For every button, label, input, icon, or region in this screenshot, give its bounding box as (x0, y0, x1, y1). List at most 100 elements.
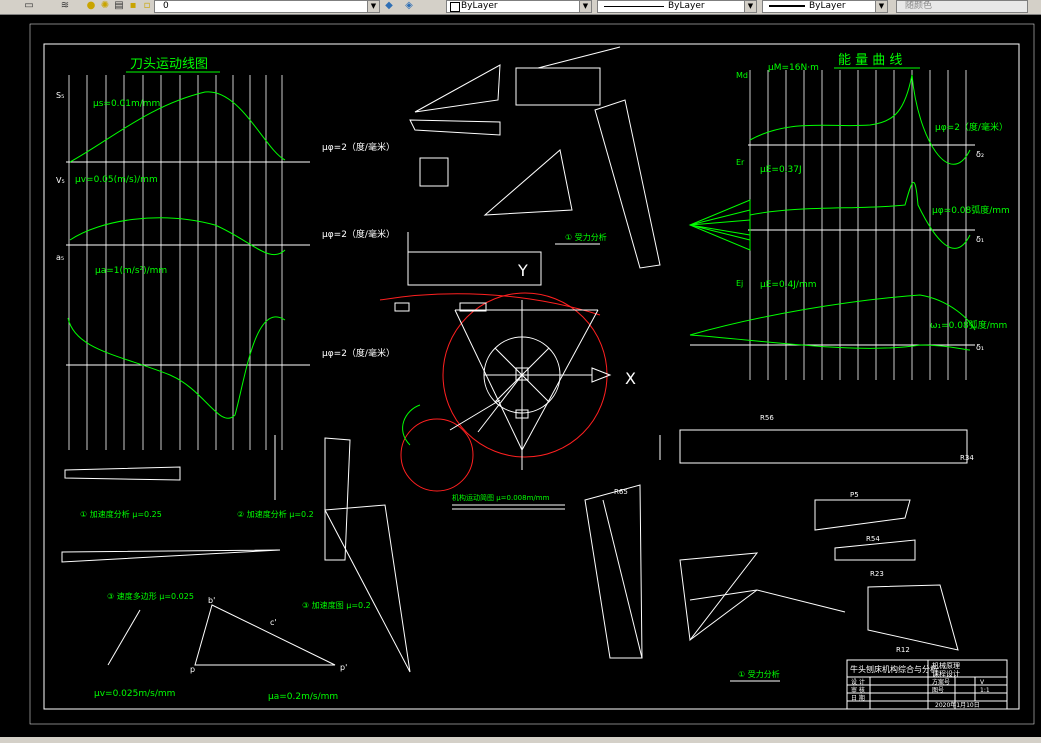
ej-scale: μφ=0.08弧度/mm (932, 204, 1010, 216)
label-r54: R54 (866, 535, 880, 543)
title-row-review: 审 核 (851, 686, 865, 694)
er-curve (749, 181, 971, 249)
er-axis-label: Er (736, 158, 745, 167)
label-r23: R23 (870, 570, 884, 578)
mechanism-title: 机构运动简图 μ=0.008m/mm (452, 493, 550, 502)
label-r34: R34 (960, 454, 974, 462)
lineweight-preview (769, 5, 805, 7)
title-course: 课程设计 (932, 669, 960, 678)
plotstyle-dropdown[interactable]: 随颜色 (896, 0, 1028, 13)
left-motion-plots: 刀头运动线图 S₅ μs=0.01m/mm V₅ μv=0.05(m/s) (56, 57, 395, 450)
color-value: ByLayer (461, 1, 498, 11)
title-row-date: 日 期 (851, 694, 865, 702)
left-grid-lines (68, 75, 283, 450)
delta-label-2: δ₁ (976, 235, 984, 244)
phi-scale-2: μφ=2（度/毫米） (322, 228, 395, 240)
bottom-right-diagrams (584, 429, 968, 659)
speed-note-3: ③ 速度多边形 μ=0.025 (107, 591, 194, 601)
title-sheet-no: V (980, 679, 985, 686)
er-scale: μE=0.37J (760, 165, 802, 175)
mechanism-diagram: Y X 机构运动简图 μ=0.008m/mm (379, 232, 636, 510)
outer-frame (29, 23, 1035, 725)
right-energy-plots: 能 量 曲 线 Md μM=16N·m μφ=2（度/毫米） δ₂ Er μE (688, 53, 1010, 380)
label-r56: R56 (760, 414, 774, 422)
linetype-preview (604, 6, 664, 7)
drawing-border (43, 43, 1020, 710)
phi-scale-1: μφ=2（度/毫米） (322, 141, 395, 153)
layer-previous-icon[interactable]: ◈ (405, 0, 413, 11)
md-curve (749, 74, 971, 165)
mu-a-label: μa=0.2m/s/mm (268, 692, 338, 702)
title-date: 2020年1月10日 (935, 701, 980, 709)
layer-manager-icon[interactable]: ▭ (24, 0, 34, 11)
layers-icon[interactable]: ≋ (60, 0, 70, 11)
title-row-design: 设 计 (851, 678, 865, 686)
layer-dropdown[interactable]: 0 ▼ (154, 0, 380, 13)
right-grid-lines (749, 70, 967, 380)
right-title: 能 量 曲 线 (838, 53, 902, 68)
speed-note-2: ② 加速度分析 μ=0.2 (237, 509, 314, 519)
lock-icon[interactable]: ▤ (114, 0, 124, 11)
chevron-down-icon[interactable]: ▼ (744, 1, 756, 12)
status-bar (0, 737, 1041, 743)
color-dropdown[interactable]: ByLayer ▼ (446, 0, 592, 13)
force-note-2: ① 受力分析 (738, 669, 780, 679)
lineweight-dropdown[interactable]: ByLayer ▼ (762, 0, 888, 13)
layer-value: 0 (163, 1, 169, 11)
title-scale-label: 图号 (932, 687, 944, 694)
point-p2: p' (340, 663, 347, 672)
omega-label: ω₁=0.08弧度/mm (930, 319, 1007, 331)
ej-axis-label: Ej (736, 279, 743, 288)
linetype-value: ByLayer (668, 1, 705, 11)
make-current-icon[interactable]: ◆ (385, 0, 393, 11)
top-middle-diagrams (409, 46, 661, 269)
phi-scale-3: μφ=2（度/毫米） (322, 347, 395, 359)
title-sheet-label: 方案号 (932, 678, 950, 686)
md-scale: μM=16N·m (768, 63, 819, 73)
delta-label-1: δ₂ (976, 150, 984, 159)
a-scale-label: μa=1(m/s²)/mm (95, 266, 167, 276)
label-r12: R12 (896, 646, 910, 654)
ej-curve (689, 294, 976, 336)
y-axis-label: Y (517, 261, 528, 280)
title-scale-no: 1:1 (980, 687, 990, 694)
er-wedge-lines (689, 209, 751, 241)
speed-note-1: ① 加速度分析 μ=0.25 (80, 509, 162, 519)
ej-curve-2 (689, 334, 971, 351)
lineweight-value: ByLayer (809, 1, 846, 11)
left-axes (66, 161, 310, 366)
delta-label-3: δ₁ (976, 343, 984, 352)
x-axis-label: X (625, 369, 636, 388)
layer-square-icon[interactable]: ▫ (143, 0, 151, 11)
md-axis-label: Md (736, 71, 748, 80)
label-r65: R65 (614, 488, 628, 496)
v-scale-label: μv=0.05(m/s)/mm (75, 175, 158, 185)
acceleration-curve (67, 316, 286, 419)
chevron-down-icon[interactable]: ▼ (875, 1, 887, 12)
v-axis-label: V₅ (56, 176, 65, 185)
title-project: 牛头刨床机构综合与分析 (850, 664, 938, 674)
plotstyle-value: 随颜色 (905, 1, 933, 11)
sun-icon[interactable]: ✺ (100, 0, 110, 11)
drawing-canvas[interactable]: 刀头运动线图 S₅ μs=0.01m/mm V₅ μv=0.05(m/s) (0, 15, 1041, 737)
velocity-curve (69, 217, 286, 256)
bulb-icon[interactable]: ● (86, 0, 96, 11)
chevron-down-icon[interactable]: ▼ (579, 1, 591, 12)
properties-toolbar: ▭ ≋ ● ✺ ▤ ▪ ▫ 0 ▼ ◆ ◈ ByLayer ▼ ByLayer … (0, 0, 1041, 15)
mu-v-label: μv=0.025m/s/mm (94, 689, 175, 699)
er-wedge (688, 199, 751, 251)
s-axis-label: S₅ (56, 91, 64, 100)
point-c: c' (270, 618, 277, 627)
color-square-icon[interactable]: ▪ (129, 0, 137, 11)
force-note: ① 受力分析 (565, 232, 607, 242)
linetype-dropdown[interactable]: ByLayer ▼ (597, 0, 757, 13)
right-phi-scale: μφ=2（度/毫米） (935, 121, 1008, 133)
s-scale-label: μs=0.01m/mm (93, 99, 160, 109)
chevron-down-icon[interactable]: ▼ (367, 1, 379, 12)
ej-scale-2: μE=0.4J/mm (760, 280, 817, 290)
a-axis-label: a₅ (56, 253, 64, 262)
left-title: 刀头运动线图 (130, 57, 208, 72)
point-p: p (190, 665, 195, 674)
point-b: b' (208, 596, 215, 605)
color-swatch (450, 2, 460, 12)
